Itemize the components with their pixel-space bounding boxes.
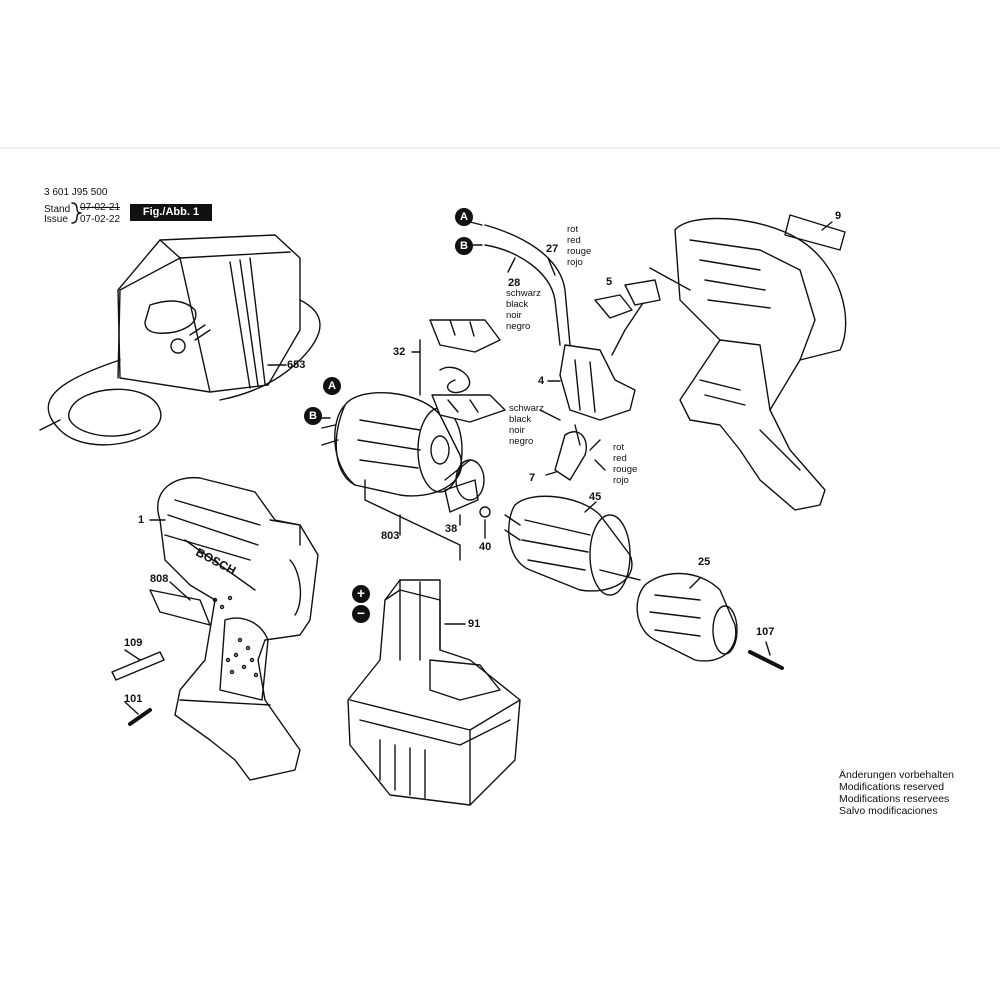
plate-38: [444, 479, 479, 513]
callout-653: 653: [287, 359, 306, 371]
marker-b-motor: B: [304, 407, 322, 425]
wire-label-line: noir: [506, 310, 522, 321]
notice-line: Modifications reserved: [839, 781, 945, 793]
issue-date: 07-02-22: [80, 214, 121, 225]
wire-label-line: schwarz: [509, 403, 544, 414]
callout-109: 109: [124, 637, 143, 649]
chuck-drawing: [636, 572, 738, 662]
callout-28: 28: [508, 277, 521, 289]
wire-label-black-mid: schwarz black noir negro: [509, 403, 544, 447]
wire-label-line: rouge: [567, 246, 592, 257]
wire-label-red-mid: rot red rouge rojo: [613, 442, 637, 486]
callout-4: 4: [538, 375, 545, 387]
issue-label: Issue: [44, 214, 68, 225]
wire-label-line: red: [567, 235, 581, 246]
screw-101: [128, 708, 152, 726]
wire-label-line: rojo: [613, 475, 629, 486]
modifications-notice: Änderungen vorbehalten Modifications res…: [839, 769, 954, 817]
callout-1: 1: [138, 514, 145, 526]
stand-date: 07-02-21: [80, 202, 121, 213]
bit-109: [111, 651, 165, 681]
callout-32: 32: [393, 346, 406, 358]
wire-label-line: rouge: [613, 464, 638, 475]
wire-label-black-top: schwarz black noir negro: [506, 288, 541, 332]
marker-a-top: A: [455, 208, 473, 226]
part-number: 3 601 J95 500: [44, 187, 108, 198]
wire-label-line: rojo: [567, 257, 583, 268]
callout-808: 808: [150, 573, 169, 585]
callout-107: 107: [756, 626, 775, 638]
charger-drawing: [39, 234, 321, 446]
callout-45: 45: [589, 491, 602, 503]
housing-right-drawing: [649, 214, 847, 511]
wire-label-red-top: rot red rouge rojo: [567, 224, 591, 268]
notice-line: Änderungen vorbehalten: [839, 769, 955, 781]
callout-9: 9: [835, 210, 842, 222]
wire-label-line: negro: [509, 436, 534, 447]
screw-107: [748, 650, 784, 670]
wire-label-line: rot: [567, 224, 579, 235]
marker-a-motor: A: [323, 377, 341, 395]
wire-label-line: rot: [613, 442, 625, 453]
wire-label-line: noir: [509, 425, 525, 436]
figure-label: Fig./Abb. 1: [130, 204, 212, 221]
marker-plus: +: [352, 585, 370, 603]
marker-minus: −: [352, 605, 370, 623]
callout-803: 803: [381, 530, 400, 542]
wires-drawing: [469, 221, 571, 346]
notice-line: Modifications reservees: [839, 793, 950, 805]
callout-40: 40: [479, 541, 492, 553]
wire-label-line: schwarz: [506, 288, 541, 299]
stand-label: Stand: [44, 204, 71, 215]
battery-drawing: [347, 579, 521, 806]
gearbox-drawing: [504, 495, 641, 596]
callout-101: 101: [124, 693, 143, 705]
callout-25: 25: [698, 556, 711, 568]
label-strip-808: [149, 589, 211, 626]
switch-drawing: [539, 279, 661, 481]
callout-5: 5: [606, 276, 613, 288]
callout-7: 7: [529, 472, 536, 484]
housing-left-drawing: [149, 476, 319, 781]
callout-27: 27: [546, 243, 559, 255]
wire-label-line: black: [509, 414, 532, 425]
screw-40: [479, 506, 491, 518]
callout-38: 38: [445, 523, 458, 535]
date-brace: [71, 202, 82, 224]
brush-holder-drawing: [411, 319, 506, 423]
wire-label-line: negro: [506, 321, 531, 332]
notice-line: Salvo modificaciones: [839, 805, 938, 817]
wire-label-line: black: [506, 299, 529, 310]
wire-label-line: red: [613, 453, 627, 464]
bracket-803: [364, 479, 461, 561]
marker-b-top: B: [455, 237, 473, 255]
motor-drawing: [317, 392, 485, 501]
callout-91: 91: [468, 618, 481, 630]
